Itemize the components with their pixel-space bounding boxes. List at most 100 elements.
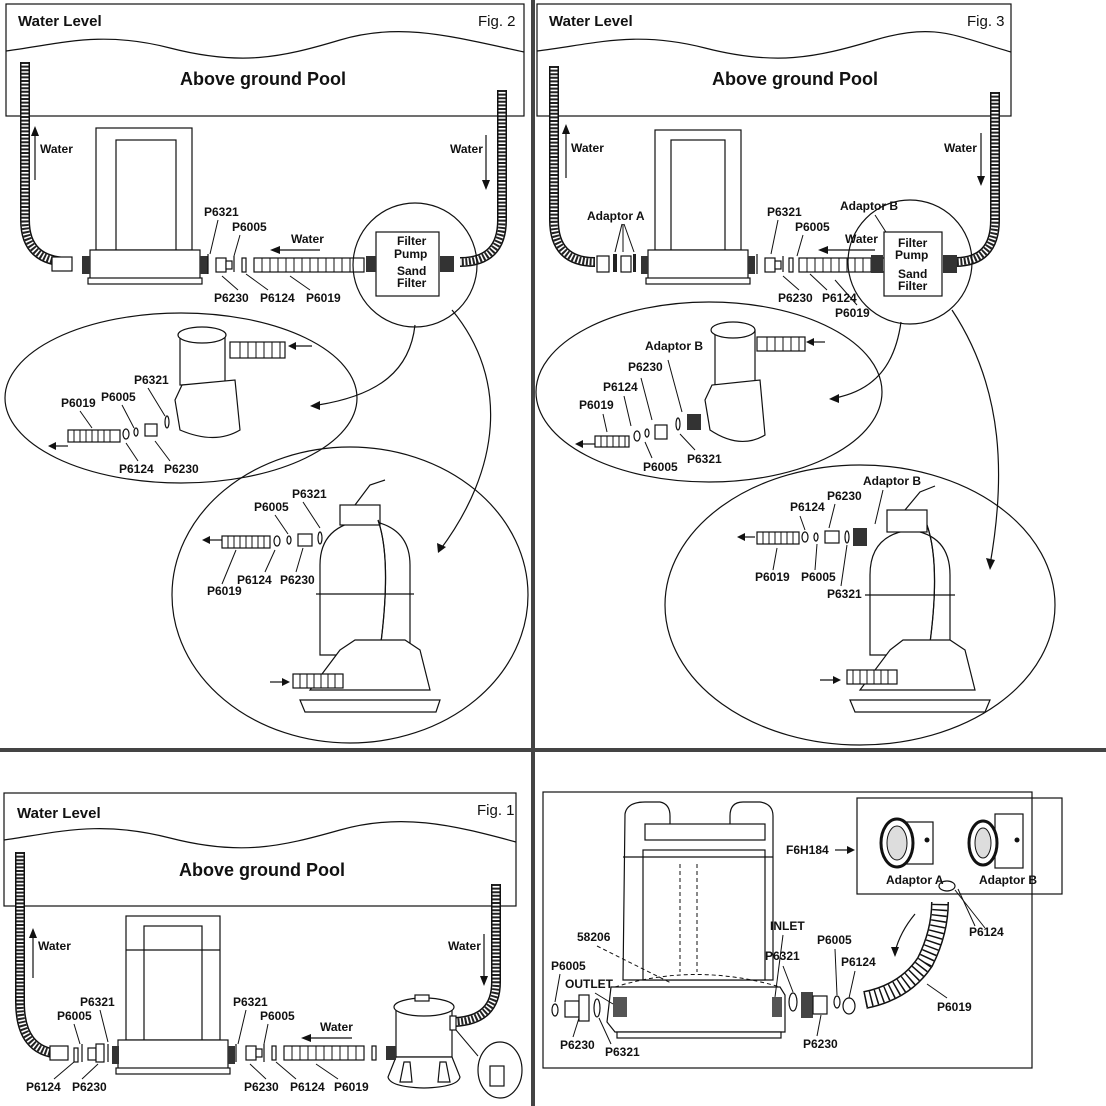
return-hose: [15, 852, 61, 1059]
adaptor-b-label: Adaptor B: [840, 199, 898, 213]
part-label-p6124: P6124: [290, 1080, 325, 1094]
callout-arrow: [951, 309, 1000, 566]
adaptor-kit-label: F6H184: [786, 843, 829, 857]
part-label-p6321: P6321: [827, 587, 862, 601]
adaptor-a-parts: [596, 254, 636, 273]
arrow-right-icon: [835, 846, 855, 854]
part-label-p6230: P6230: [244, 1080, 279, 1094]
part-label-p6321: P6321: [292, 487, 327, 501]
inset-sand-filter: [171, 446, 529, 744]
horizontal-divider: [0, 748, 1106, 752]
box-line: Filter: [898, 279, 928, 293]
pool-label: Above ground Pool: [180, 69, 346, 89]
box-line: Filter: [397, 234, 427, 248]
part-label-p6124: P6124: [26, 1080, 61, 1094]
direction-arrow-icon: [894, 913, 916, 953]
detail-callout: [455, 1029, 523, 1099]
part-label-p6019: P6019: [835, 306, 870, 320]
figure-number: Fig. 1: [477, 802, 515, 819]
water-level-label: Water Level: [17, 805, 101, 822]
part-label-p6005: P6005: [101, 390, 136, 404]
part-label-p6019: P6019: [61, 396, 96, 410]
chlorinator-unit: [112, 915, 235, 1075]
part-label-p6321: P6321: [767, 205, 802, 219]
box-line: Sand: [898, 267, 927, 281]
part-label-p6321: P6321: [80, 995, 115, 1009]
hose-clamp-icon: [938, 880, 956, 892]
water-arrow-left-icon: [270, 246, 320, 254]
part-label-p6321: P6321: [765, 949, 800, 963]
filter-pump-box: [375, 231, 440, 297]
water-arrow-up-icon: [29, 928, 37, 978]
filter-pump-box: [883, 231, 943, 297]
part-label-p6230: P6230: [778, 291, 813, 305]
callout-arrow: [834, 321, 902, 399]
inset-sand-filter: [664, 464, 1056, 746]
adaptor-b-illustration: [967, 813, 1024, 869]
adaptor-kit-box: [856, 797, 1063, 895]
cartridge-label: 58206: [577, 930, 611, 944]
water-arrow-up-icon: [31, 126, 39, 180]
sand-filter-illustration: [846, 485, 991, 713]
arrow-left-icon: [737, 533, 755, 541]
adaptor-b-label: Adaptor B: [979, 873, 1037, 887]
skimmer-hose: [954, 92, 1000, 267]
figure-number: Fig. 2: [478, 13, 516, 30]
water-level-label: Water Level: [18, 13, 102, 30]
water-flow-label: Water: [944, 141, 977, 155]
water-arrow-left-icon: [301, 1034, 352, 1042]
part-label-p6230: P6230: [72, 1080, 107, 1094]
part-label-p6230: P6230: [280, 573, 315, 587]
part-label-p6019: P6019: [937, 1000, 972, 1014]
adaptor-a-label: Adaptor A: [587, 209, 645, 223]
exploded-parts: [594, 414, 701, 448]
exploded-parts: [67, 415, 170, 443]
part-label-p6230: P6230: [803, 1037, 838, 1051]
skimmer-hose: [454, 884, 501, 1027]
pool-wall: [5, 3, 525, 117]
arrow-icon: [288, 342, 312, 350]
part-label-p6321: P6321: [605, 1045, 640, 1059]
part-label-p6019: P6019: [755, 570, 790, 584]
box-line: Filter: [898, 236, 928, 250]
part-label-p6005: P6005: [254, 500, 289, 514]
box-line: Pump: [394, 247, 427, 261]
arrow-left-icon: [48, 442, 68, 450]
arrow-right-icon: [270, 678, 290, 686]
figure-number: Fig. 3: [967, 13, 1005, 30]
water-arrow-down-icon: [480, 934, 488, 986]
filter-pump-illustration: [174, 326, 286, 439]
water-flow-label: Water: [291, 232, 324, 246]
arrow-right-icon: [820, 676, 841, 684]
part-label-p6019: P6019: [579, 398, 614, 412]
part-label-p6005: P6005: [795, 220, 830, 234]
chlorinator-unit-large: [606, 801, 786, 1039]
part-label-p6321: P6321: [687, 452, 722, 466]
return-hose: [20, 62, 71, 267]
exploded-view-frame: [542, 791, 1033, 1069]
inlet-parts: [788, 992, 856, 1018]
part-label-p6005: P6005: [801, 570, 836, 584]
water-flow-label: Water: [845, 232, 878, 246]
water-flow-label: Water: [320, 1020, 353, 1034]
chlorinator-unit: [82, 127, 208, 285]
vertical-divider: [531, 0, 535, 1106]
water-arrow-down-icon: [482, 135, 490, 190]
connector-parts: [756, 254, 794, 274]
water-arrow-up-icon: [562, 124, 570, 178]
part-label-p6019: P6019: [207, 584, 242, 598]
corrugated-hose-p6019: [863, 901, 949, 1009]
part-label-p6005: P6005: [817, 933, 852, 947]
adaptor-b-label: Adaptor B: [863, 474, 921, 488]
part-label-p6124: P6124: [237, 573, 272, 587]
adaptor-a-label: Adaptor A: [886, 873, 944, 887]
filter-pump-illustration: [386, 994, 461, 1089]
pump-callout-circle: [847, 199, 973, 325]
water-flow-label: Water: [571, 141, 604, 155]
exploded-parts: [221, 531, 323, 549]
part-label-p6005: P6005: [260, 1009, 295, 1023]
sand-filter-illustration: [292, 479, 441, 713]
part-label-p6124: P6124: [841, 955, 876, 969]
water-flow-label: Water: [448, 939, 481, 953]
part-label-p6230: P6230: [827, 489, 862, 503]
